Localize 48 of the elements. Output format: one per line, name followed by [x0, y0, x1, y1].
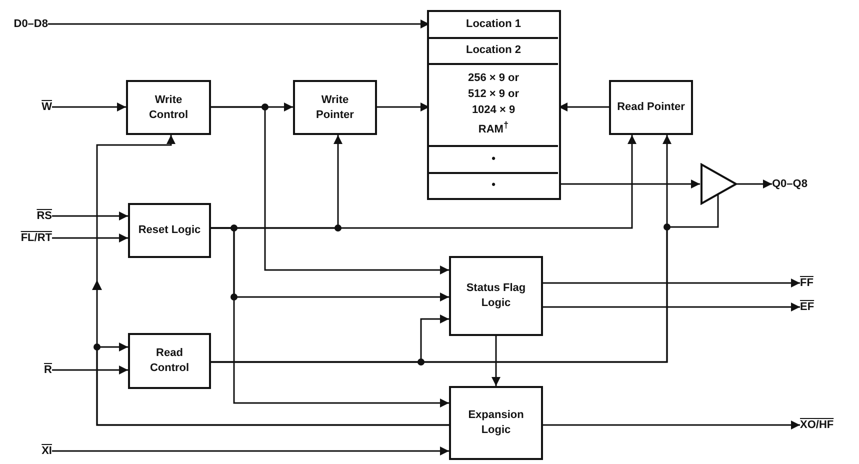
block-box: [128, 203, 211, 258]
connector: [96, 342, 449, 426]
block-label: Write Pointer: [315, 92, 355, 122]
block-label: •: [492, 152, 496, 167]
connector: [211, 227, 449, 408]
block-label: Reset Logic: [138, 223, 201, 238]
connector: [543, 302, 800, 312]
block-box: [609, 80, 693, 135]
signal-name: FF: [800, 277, 814, 289]
signal-name: FL/RT: [20, 232, 52, 244]
connector: [543, 278, 800, 288]
connector: [211, 106, 449, 274]
block-box: [293, 80, 377, 135]
connector: [48, 20, 430, 28]
block-label: Read Control: [148, 346, 190, 376]
signal-name: XI: [42, 445, 52, 457]
connector: [52, 366, 128, 374]
block-label: Expansion Logic: [467, 408, 525, 438]
connector: [52, 212, 128, 220]
block-label: •: [492, 178, 496, 193]
block-label: Read Pointer: [617, 100, 685, 115]
block-label: Q0–Q8: [772, 178, 808, 190]
buffer-triangle: [700, 163, 737, 205]
connector: [52, 446, 449, 456]
signal-name: RS: [36, 210, 52, 222]
signal-name: XO/HF: [800, 419, 834, 431]
block-label: Write Control: [148, 92, 190, 122]
signal-name: R: [44, 364, 52, 376]
connector: [52, 102, 126, 112]
block-label: Location 2: [466, 43, 521, 58]
block-box: [449, 386, 543, 460]
block-box: [126, 80, 211, 135]
block-label: Status Flag Logic: [465, 281, 527, 311]
block-box: [128, 333, 211, 389]
connector: [561, 180, 700, 188]
connector: [377, 102, 430, 112]
block-label: 256 × 9 or 512 × 9 or 1024 × 9 RAM$^{†}$: [466, 71, 520, 138]
connector: [737, 180, 772, 188]
memory-array: [427, 10, 561, 200]
block-label: Location 1: [466, 16, 521, 32]
connector: [543, 420, 800, 430]
signal-name: W: [42, 101, 52, 113]
connector: [492, 336, 500, 386]
connector: [52, 234, 128, 242]
block-label: D0–D8: [14, 18, 48, 30]
connector: [211, 194, 719, 363]
block-box: [449, 256, 543, 336]
signal-name: EF: [800, 301, 814, 313]
